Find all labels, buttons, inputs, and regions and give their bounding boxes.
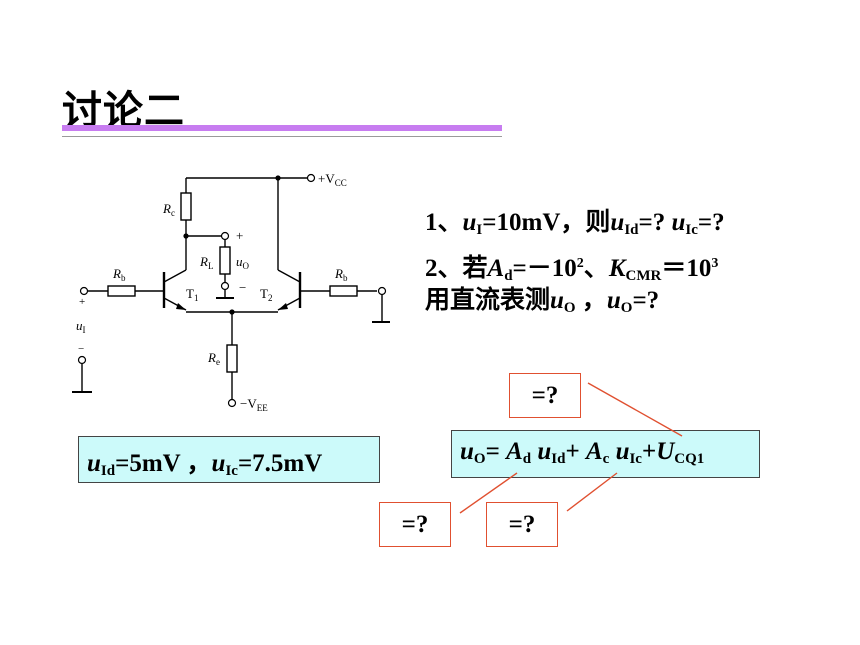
t1-label: T1 <box>186 286 198 303</box>
question-3: 用直流表测uO ，uO=? <box>425 287 660 316</box>
vee-label: −VEE <box>240 396 268 413</box>
ui-label: uI <box>76 318 86 335</box>
rb-left-label: Rb <box>112 266 126 283</box>
ui-plus: + <box>79 296 85 308</box>
rc-label: Rc <box>162 201 175 218</box>
title-underline <box>62 136 502 137</box>
differential-amplifier-circuit: +VCC Rc + RL uO − Rb Rb T1 T2 Re −VEE + … <box>72 171 390 413</box>
callout-box-right: =? <box>486 502 558 547</box>
re-label: Re <box>207 350 220 367</box>
uo-label: uO <box>236 254 250 271</box>
uo-minus: − <box>239 280 246 295</box>
formula-box: uO= Ad uId+ Ac uIc+UCQ1 <box>451 430 760 478</box>
vcc-label: +VCC <box>318 171 347 188</box>
question-1: 1、uI=10mV，则uId=? uIc=? <box>425 209 725 238</box>
title-accent-bar <box>62 125 502 131</box>
callout-box-top: =? <box>509 373 581 418</box>
answer-box: uId=5mV ，uIc=7.5mV <box>78 436 380 483</box>
rl-label: RL <box>199 254 213 271</box>
callout-box-left: =? <box>379 502 451 547</box>
ui-minus: − <box>78 343 84 355</box>
rb-right-label: Rb <box>334 266 348 283</box>
question-2: 2、若Ad=－102、KCMR＝103 <box>425 255 719 284</box>
uo-plus: + <box>236 228 243 243</box>
t2-label: T2 <box>260 286 272 303</box>
